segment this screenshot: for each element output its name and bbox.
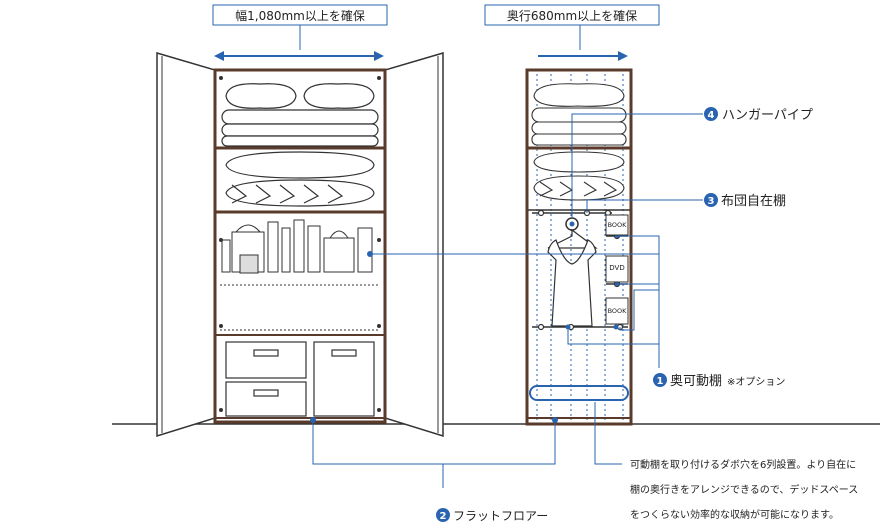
side-view: 奥行680mm以上を確保 bbox=[484, 4, 660, 426]
storage-boxes bbox=[225, 341, 375, 417]
front-hinges bbox=[219, 76, 381, 412]
hanger-pipe-dot bbox=[569, 221, 575, 227]
width-arrow-left-head bbox=[214, 51, 224, 61]
width-label: 幅1,080mm以上を確保 bbox=[235, 8, 365, 23]
label-depth-movable-shelf-note: ※オプション bbox=[727, 376, 785, 388]
front-view: 幅1,080mm以上を確保 bbox=[156, 4, 444, 438]
dvd-label: DVD bbox=[609, 264, 624, 272]
label-depth-movable-shelf-text: 奥可動棚 bbox=[670, 374, 722, 389]
description-line-3: をつくらない効率的な収納が可能になります。 bbox=[630, 508, 839, 521]
flat-floor-highlight bbox=[529, 385, 629, 401]
label-flat-floor-text: フラットフロアー bbox=[453, 509, 548, 523]
label-flat-floor-number: 2 bbox=[440, 511, 447, 522]
dvd-case bbox=[605, 255, 629, 283]
description-line-2: 棚の奥行きをアレンジできるので、デッドスペース bbox=[630, 483, 858, 496]
folded-futon bbox=[221, 109, 379, 147]
label-depth-movable-shelf-number: 1 bbox=[657, 376, 664, 387]
label-hanger-pipe-text: ハンガーパイプ bbox=[722, 108, 813, 123]
callout-dots bbox=[310, 251, 558, 423]
book-1 bbox=[605, 214, 629, 236]
depth-label-box bbox=[484, 4, 660, 26]
misc-items bbox=[221, 219, 373, 274]
description-block: 可動棚を取り付けるダボ穴を6列設置。より自在に 棚の奥行きをアレンジできるので、… bbox=[630, 458, 858, 521]
comforters bbox=[225, 151, 375, 207]
pillows bbox=[225, 83, 375, 109]
book-2-label: BOOK bbox=[608, 307, 628, 315]
label-hanger-pipe: 4 ハンガーパイプ bbox=[704, 107, 813, 123]
callout-lines bbox=[312, 113, 703, 488]
book-2 bbox=[605, 297, 629, 325]
label-depth-movable-shelf: 1 奥可動棚 ※オプション bbox=[653, 373, 785, 389]
width-arrow-right-head bbox=[374, 51, 384, 61]
label-futon-shelf: 3 布団自在棚 bbox=[704, 193, 786, 209]
depth-arrow-head bbox=[618, 51, 628, 61]
label-flat-floor: 2 フラットフロアー bbox=[436, 508, 548, 523]
book-1-label: BOOK bbox=[608, 221, 628, 229]
dress bbox=[547, 239, 597, 327]
description-line-1: 可動棚を取り付けるダボ穴を6列設置。より自在に bbox=[630, 458, 856, 471]
depth-label: 奥行680mm以上を確保 bbox=[507, 8, 637, 23]
left-door bbox=[156, 51, 216, 438]
label-futon-shelf-text: 布団自在棚 bbox=[721, 194, 786, 209]
right-door bbox=[384, 51, 444, 438]
label-futon-shelf-number: 3 bbox=[708, 196, 715, 207]
label-hanger-pipe-number: 4 bbox=[708, 110, 715, 121]
side-futon bbox=[531, 83, 627, 201]
